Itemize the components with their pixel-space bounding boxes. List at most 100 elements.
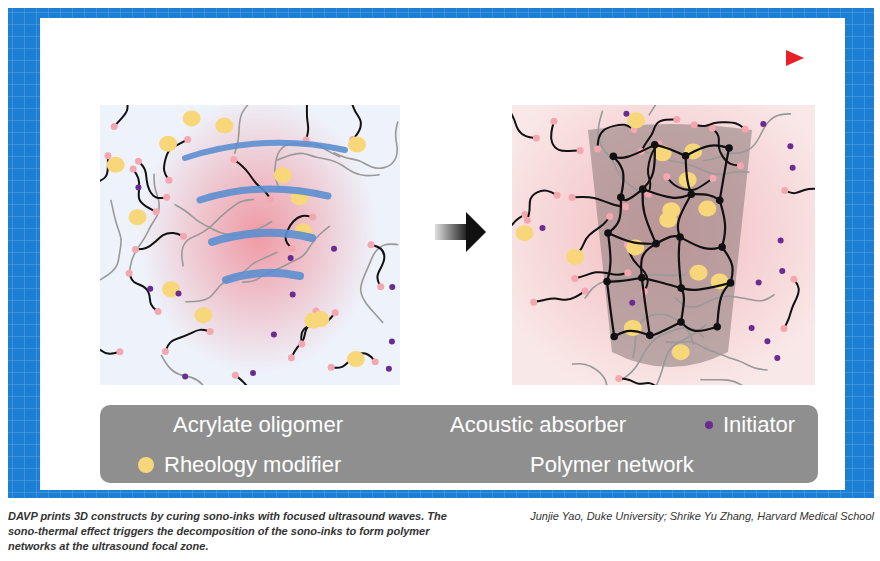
network-strand — [643, 145, 655, 189]
rheology-modifier — [348, 137, 366, 153]
network-strand — [717, 283, 730, 327]
legend-label: Acrylate oligomer — [173, 412, 343, 438]
network-strand — [691, 194, 719, 200]
initiator — [135, 185, 141, 191]
polymer-network — [603, 141, 734, 340]
rheology-modifier — [183, 110, 201, 126]
crosslink — [718, 243, 726, 251]
oligomer-chain — [371, 245, 384, 287]
crosslink — [638, 274, 646, 282]
initiator — [250, 370, 256, 376]
crosslink — [617, 194, 625, 202]
initiator — [756, 280, 762, 286]
acrylate-end — [691, 121, 698, 128]
acrylate-end — [332, 309, 339, 316]
network-strand — [607, 282, 614, 337]
network-strand — [720, 148, 729, 200]
rheology-modifier — [215, 118, 233, 134]
crosslink — [682, 152, 690, 160]
absorber-strand — [129, 174, 159, 274]
initiator — [779, 268, 785, 274]
acrylate-end — [135, 158, 142, 165]
acrylate-end — [207, 328, 214, 335]
initiator — [760, 121, 766, 127]
acrylate-end — [372, 358, 379, 365]
absorber-strand — [569, 364, 607, 385]
acrylate-end — [742, 126, 749, 133]
rheology-modifier — [698, 201, 716, 217]
acrylate-end — [288, 245, 295, 252]
acrylate-end — [288, 354, 295, 361]
gradient-arrow-shaft — [95, 56, 788, 61]
acrylate-end — [104, 152, 111, 159]
network-strand — [650, 322, 681, 335]
initiator — [778, 237, 784, 243]
acrylate-end — [530, 299, 537, 306]
absorber-strand — [675, 294, 775, 307]
legend-swatch — [138, 457, 154, 473]
initiator — [176, 291, 182, 297]
oligomer-chain — [785, 189, 815, 195]
rheology-modifier — [347, 351, 365, 367]
rheology-modifier — [662, 202, 680, 218]
acrylate-end — [153, 208, 160, 215]
initiator — [288, 255, 294, 261]
network-strand — [681, 288, 684, 322]
initiator — [749, 325, 755, 331]
crosslink — [610, 153, 618, 161]
legend-label: Rheology modifier — [164, 452, 341, 478]
absorber-strand — [702, 114, 791, 161]
focal-glow — [138, 105, 378, 375]
network-strand — [679, 237, 681, 288]
blue-frame — [8, 8, 874, 498]
network-strand — [686, 145, 729, 156]
crosslink — [716, 197, 724, 205]
acrylate-end — [709, 175, 716, 182]
acrylate-end — [111, 123, 118, 130]
credit: Junjie Yao, Duke University; Shrike Yu Z… — [530, 509, 874, 524]
oligomer-chain — [133, 169, 156, 212]
caption: DAVP prints 3D constructs by curing sono… — [8, 509, 448, 554]
legend-swatch — [705, 421, 713, 429]
acrylate-end — [267, 196, 274, 203]
acrylate-end — [673, 116, 680, 123]
acrylate-end — [298, 341, 305, 348]
network-strand — [641, 244, 656, 278]
acrylate-end — [184, 136, 191, 143]
legend-entry: Acoustic absorber — [450, 412, 626, 438]
acrylate-end — [368, 241, 375, 248]
crosslink — [639, 185, 647, 193]
initiator — [539, 225, 545, 231]
legend-entry: Rheology modifier — [138, 452, 341, 478]
rheology-modifier — [624, 320, 642, 336]
initiator — [623, 111, 629, 117]
oligomer-chain — [784, 279, 799, 328]
initiator — [787, 143, 793, 149]
acrylate-end — [624, 269, 631, 276]
acrylate-end — [622, 203, 629, 210]
acrylate-end — [594, 146, 601, 153]
rheology-modifier — [566, 249, 584, 265]
acrylate-end — [180, 233, 187, 240]
crosslink — [725, 144, 733, 152]
acrylate-end — [126, 270, 133, 277]
acrylate-end — [524, 217, 531, 224]
oligomer-chain — [301, 313, 335, 344]
acrylate-end — [709, 125, 716, 132]
crosslink — [652, 240, 660, 248]
rheology-modifier — [690, 265, 708, 281]
oligomer-chain — [306, 105, 308, 140]
acrylate-end — [155, 308, 162, 315]
absorber-strand — [643, 324, 707, 385]
acrylate-end — [781, 187, 788, 194]
absorber-strand — [161, 355, 208, 385]
oligomer-chain — [235, 375, 276, 385]
oligomer-chain — [347, 105, 361, 140]
acrylate-end — [606, 213, 613, 220]
absorber-strand — [649, 105, 724, 115]
absorber-strand — [275, 144, 340, 189]
oligomer-chain — [138, 161, 166, 198]
acrylate-end — [232, 372, 239, 379]
gradient-arrow-head — [786, 50, 804, 66]
absorber-strand — [333, 122, 397, 169]
